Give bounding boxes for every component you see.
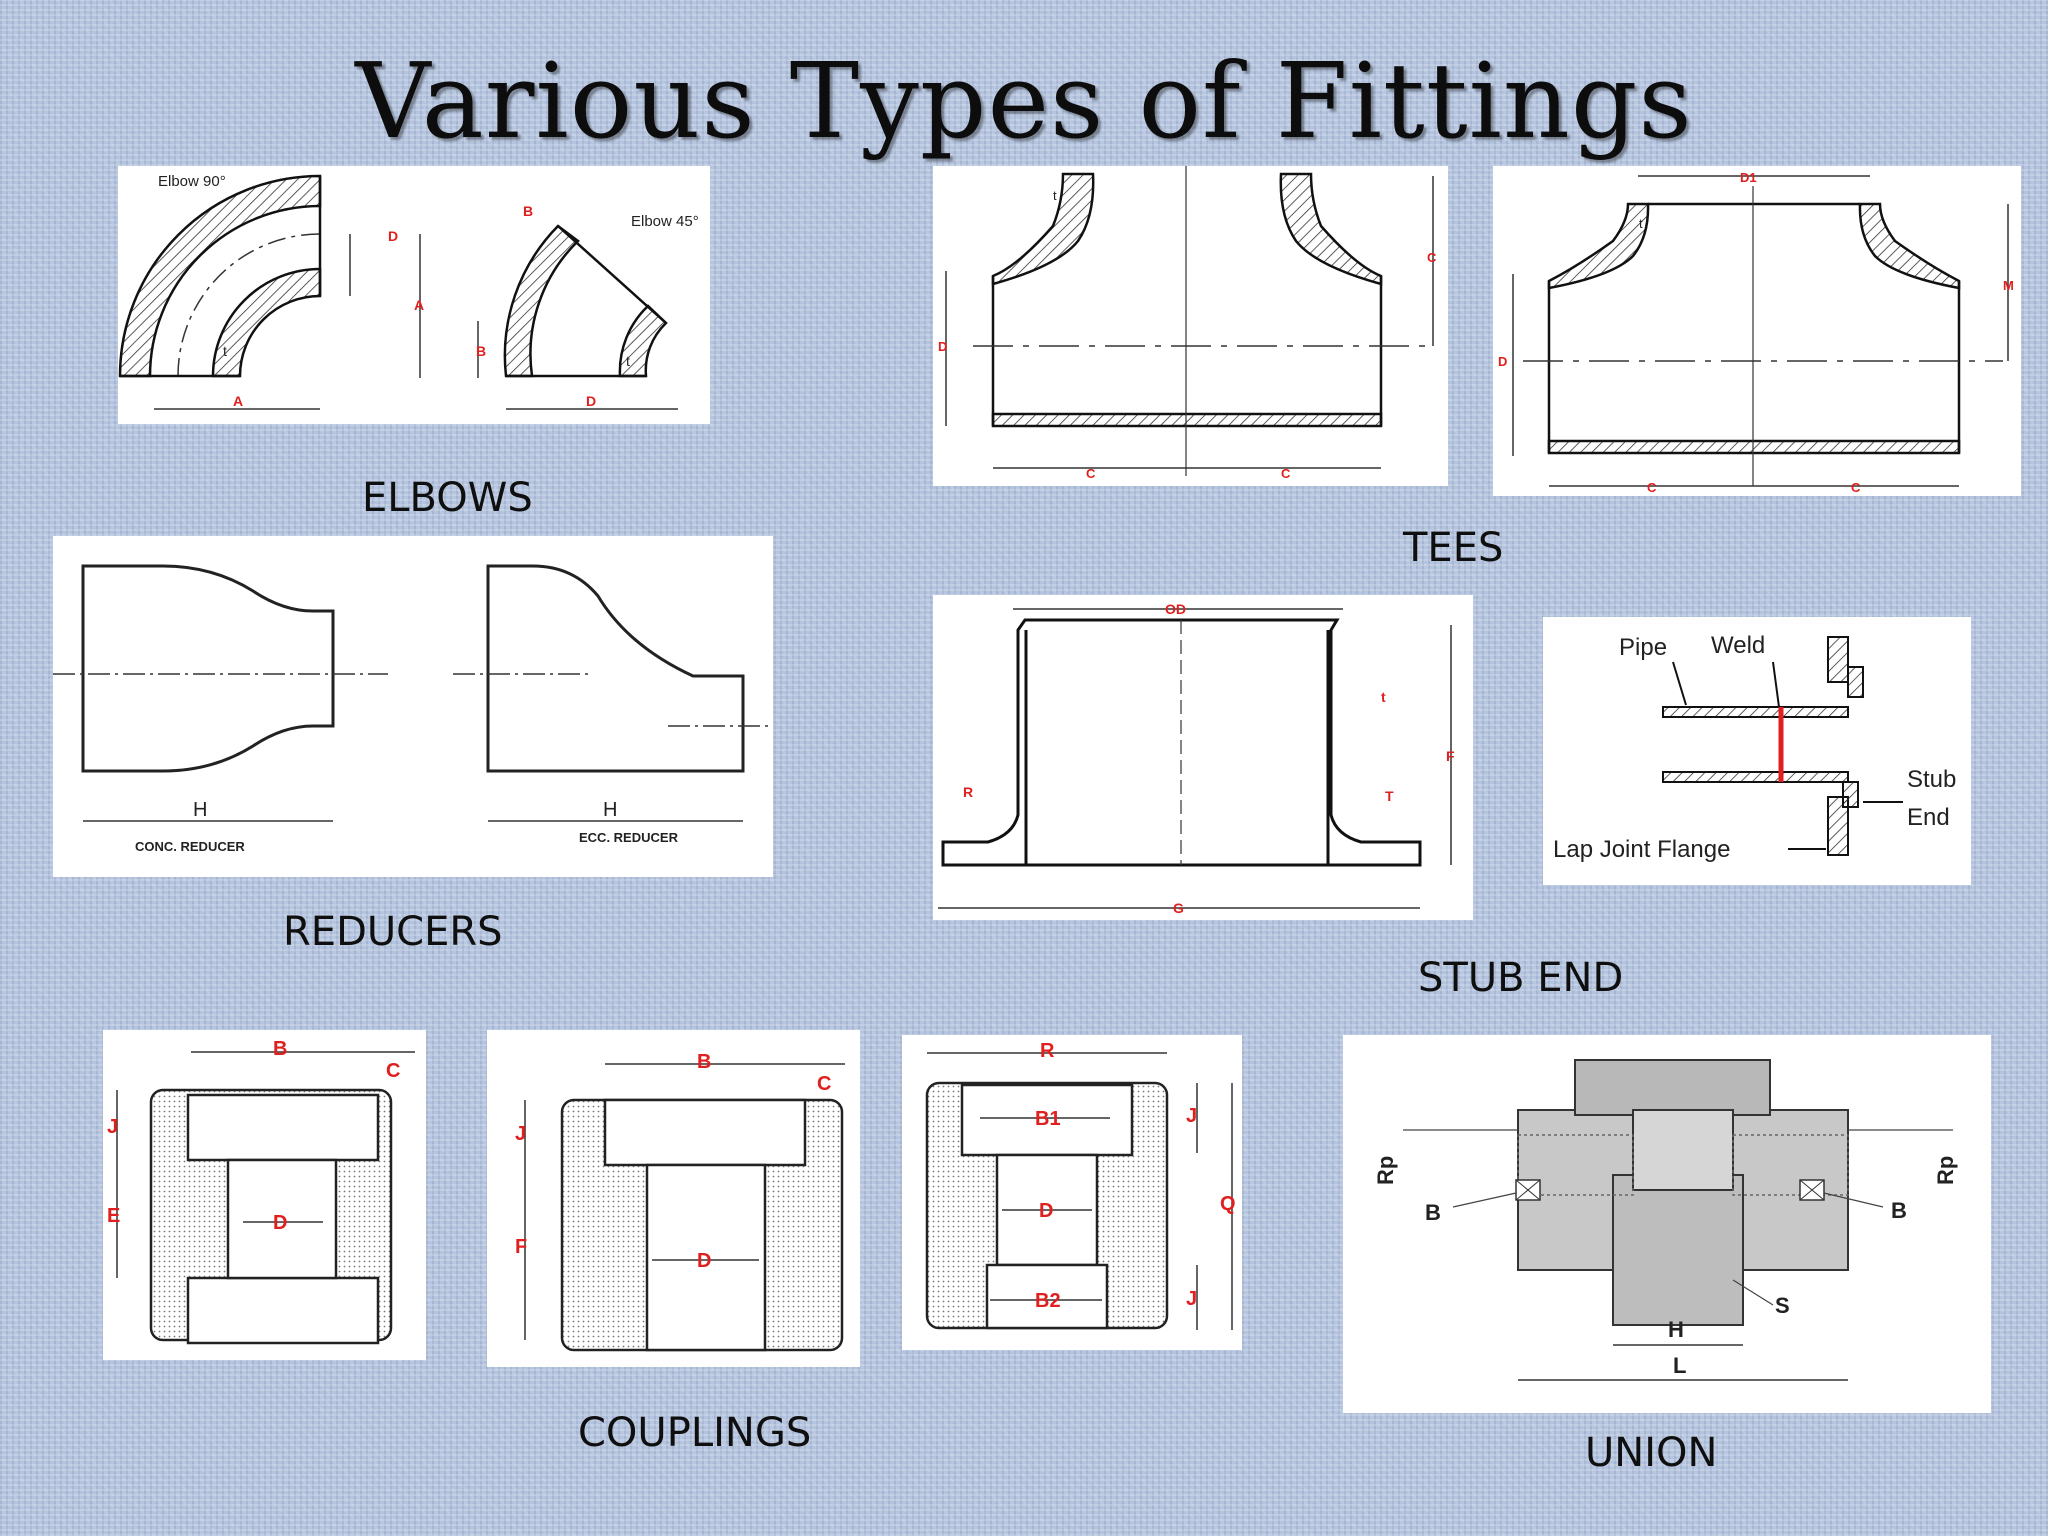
- coupling2-dim-F: F: [515, 1236, 527, 1258]
- elbow-dim-t2: t: [626, 353, 630, 369]
- reducer-dim-H2: H: [603, 799, 617, 821]
- reducer-dim-H: H: [193, 799, 207, 821]
- coupling1-svg: B C J E D: [107, 1038, 415, 1345]
- coupling-diagram-2: B C J F D: [487, 1030, 860, 1367]
- lap-end-label: End: [1907, 804, 1950, 831]
- tee-dim-M: M: [2003, 278, 2014, 293]
- stub-dim-F: F: [1446, 748, 1455, 764]
- union-dim-H: H: [1668, 1317, 1684, 1342]
- reducers-svg: H CONC. REDUCER H ECC. REDUCER: [53, 564, 773, 854]
- union-dim-L: L: [1673, 1353, 1686, 1378]
- tee-dim-t: t: [1053, 188, 1057, 203]
- elbow-dim-B2: B: [523, 203, 533, 219]
- elbow-dim-t: t: [223, 343, 227, 359]
- tee2-svg: D1 t D M C C: [1498, 170, 2014, 495]
- union-dim-S: S: [1775, 1293, 1790, 1318]
- elbow-dim-D2: D: [586, 393, 596, 409]
- elbow-dim-A: A: [414, 297, 424, 313]
- coupling2-dim-J: J: [515, 1123, 526, 1145]
- elbow-dim-B: B: [476, 343, 486, 359]
- stub-dim-G: G: [1173, 900, 1184, 916]
- tee-dim-D1: D1: [1740, 170, 1757, 185]
- stub-end-svg: OD t F R T G: [938, 601, 1455, 916]
- coupling2-dim-B: B: [697, 1051, 711, 1073]
- coupling3-dim-J: J: [1186, 1105, 1197, 1127]
- caption-reducers: REDUCERS: [283, 909, 503, 955]
- caption-tees: TEES: [1403, 525, 1504, 571]
- lap-joint-diagram: Pipe Weld Stub End Lap Joint Flange: [1543, 617, 1971, 885]
- coupling2-dim-D: D: [697, 1250, 711, 1272]
- union-dim-Rp2: Rp: [1933, 1156, 1958, 1185]
- lap-stub-label: Stub: [1907, 766, 1956, 793]
- tee-dim-D2: D: [1498, 354, 1507, 369]
- coupling3-dim-D: D: [1039, 1200, 1053, 1222]
- tee-diagram-equal: t D C C C: [933, 166, 1448, 486]
- coupling1-dim-J: J: [107, 1116, 118, 1138]
- elbows-svg: Elbow 90° D A A t Elbow 45° B B D t: [118, 173, 699, 410]
- coupling3-dim-Q: Q: [1220, 1193, 1236, 1215]
- stub-dim-T: T: [1385, 788, 1394, 804]
- reducers-diagram: H CONC. REDUCER H ECC. REDUCER: [53, 536, 773, 877]
- coupling1-dim-B: B: [273, 1038, 287, 1060]
- tee-dim-C2: C: [1086, 466, 1096, 481]
- tee-dim-t2: t: [1639, 216, 1643, 231]
- coupling2-dim-C: C: [817, 1073, 831, 1095]
- tee-diagram-reducing: D1 t D M C C: [1493, 166, 2021, 496]
- coupling3-dim-B1: B1: [1035, 1108, 1061, 1130]
- tee-dim-C: C: [1427, 250, 1437, 265]
- union-dim-B2: B: [1891, 1198, 1907, 1223]
- caption-couplings: COUPLINGS: [578, 1410, 812, 1456]
- elbow-dim-D: D: [388, 228, 398, 244]
- elbow45-label: Elbow 45°: [631, 213, 699, 230]
- tee-dim-D: D: [938, 339, 947, 354]
- elbow90-label: Elbow 90°: [158, 173, 226, 190]
- tee-dim-C4: C: [1647, 480, 1657, 495]
- caption-elbows: ELBOWS: [362, 475, 533, 521]
- union-dim-B: B: [1425, 1200, 1441, 1225]
- tee-dim-C3: C: [1281, 466, 1291, 481]
- lap-flange-label: Lap Joint Flange: [1553, 836, 1730, 863]
- page-title: Various Types of Fittings: [355, 40, 1693, 162]
- lap-pipe-label: Pipe: [1619, 634, 1667, 661]
- stub-dim-t: t: [1381, 689, 1386, 705]
- stub-end-diagram: OD t F R T G: [933, 595, 1473, 920]
- lap-joint-svg: Pipe Weld Stub End Lap Joint Flange: [1553, 632, 1956, 863]
- coupling-diagram-1: B C J E D: [103, 1030, 426, 1360]
- ecc-reducer-label: ECC. REDUCER: [579, 830, 679, 845]
- caption-union: UNION: [1585, 1430, 1718, 1476]
- tee1-svg: t D C C C: [938, 166, 1437, 481]
- stub-dim-OD: OD: [1165, 601, 1186, 617]
- union-diagram: Rp Rp B B S H L: [1343, 1035, 1991, 1413]
- lap-weld-label: Weld: [1711, 632, 1765, 659]
- union-svg: Rp Rp B B S H L: [1373, 1059, 1958, 1381]
- elbow-dim-A2: A: [233, 393, 243, 409]
- union-dim-Rp: Rp: [1373, 1156, 1398, 1185]
- coupling3-dim-J2: J: [1186, 1288, 1197, 1310]
- stub-dim-R: R: [963, 784, 973, 800]
- coupling3-svg: R B1 D B2 J J Q: [925, 1040, 1236, 1330]
- coupling1-dim-C: C: [386, 1060, 400, 1082]
- caption-stub-end: STUB END: [1418, 955, 1624, 1001]
- conc-reducer-label: CONC. REDUCER: [135, 839, 245, 854]
- tee-dim-C5: C: [1851, 480, 1861, 495]
- coupling3-dim-R: R: [1040, 1040, 1055, 1062]
- coupling-diagram-3: R B1 D B2 J J Q: [902, 1035, 1242, 1350]
- coupling1-dim-E: E: [107, 1205, 120, 1227]
- coupling1-dim-D: D: [273, 1212, 287, 1234]
- elbows-diagram: Elbow 90° D A A t Elbow 45° B B D t: [118, 166, 710, 424]
- coupling3-dim-B2: B2: [1035, 1290, 1061, 1312]
- coupling2-svg: B C J F D: [515, 1051, 845, 1352]
